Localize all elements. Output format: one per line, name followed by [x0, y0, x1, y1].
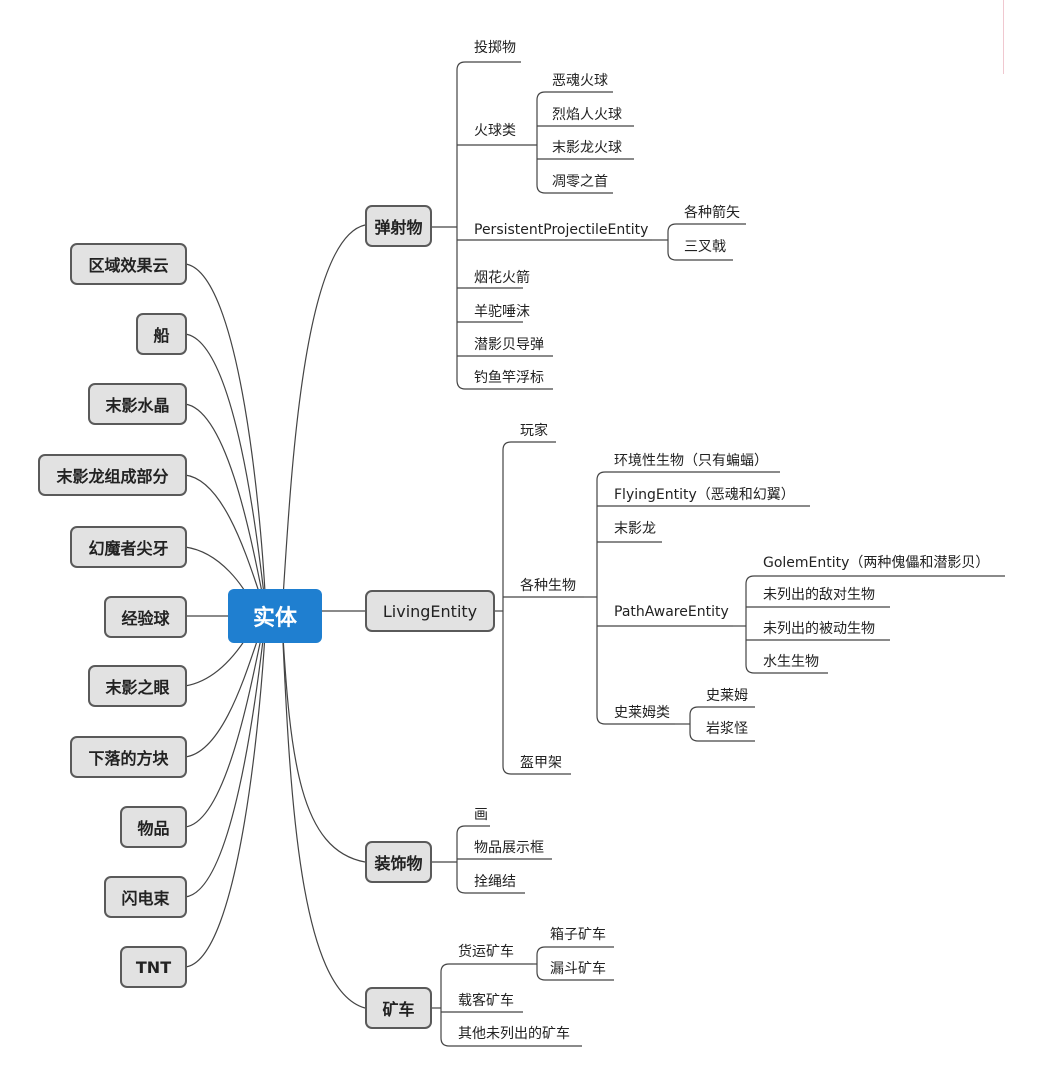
connector-left-10 [184, 615, 267, 898]
connector-left-9 [184, 615, 267, 828]
fireball-blaze[interactable]: 烈焰人火球 [552, 107, 622, 123]
projectile-item-llama-spit[interactable]: 羊驼唾沫 [474, 304, 530, 320]
connector-left-3 [184, 403, 267, 613]
slime-magma-cube[interactable]: 岩浆怪 [706, 721, 748, 737]
persistent-trident[interactable]: 三叉戟 [684, 239, 726, 255]
left-node-2[interactable]: 船 [136, 313, 187, 355]
mob-pathaware[interactable]: PathAwareEntity [614, 604, 729, 620]
left-node-5[interactable]: 幻魔者尖牙 [70, 526, 187, 568]
left-node-1[interactable]: 区域效果云 [70, 243, 187, 285]
node-minecart[interactable]: 矿车 [365, 987, 432, 1029]
fireball-dragon[interactable]: 末影龙火球 [552, 140, 622, 156]
root-node[interactable]: 实体 [228, 589, 322, 643]
projectile-item-fishing-bobber[interactable]: 钓鱼竿浮标 [474, 370, 544, 386]
connector-left-2 [184, 333, 267, 613]
left-node-7[interactable]: 末影之眼 [88, 665, 187, 707]
node-decoration[interactable]: 装饰物 [365, 841, 432, 883]
projectile-item-firework[interactable]: 烟花火箭 [474, 270, 530, 286]
left-node-8[interactable]: 下落的方块 [70, 736, 187, 778]
node-living-entity[interactable]: LivingEntity [365, 590, 495, 632]
connector-left-11 [184, 615, 267, 968]
persistent-arrows[interactable]: 各种箭矢 [684, 205, 740, 221]
slime-slime[interactable]: 史莱姆 [706, 688, 748, 704]
connector-right-decoration [281, 619, 366, 863]
projectile-item-fireballs[interactable]: 火球类 [474, 123, 516, 139]
living-player[interactable]: 玩家 [520, 423, 548, 439]
decoration-painting[interactable]: 画 [474, 807, 488, 823]
decoration-item-frame[interactable]: 物品展示框 [474, 840, 544, 856]
mob-slimes[interactable]: 史莱姆类 [614, 705, 670, 721]
mob-ender-dragon[interactable]: 末影龙 [614, 521, 656, 537]
minecart-other[interactable]: 其他未列出的矿车 [458, 1026, 570, 1042]
pathaware-hostile[interactable]: 未列出的敌对生物 [763, 587, 875, 603]
cargo-hopper-minecart[interactable]: 漏斗矿车 [550, 961, 606, 977]
left-node-9[interactable]: 物品 [120, 806, 187, 848]
left-node-10[interactable]: 闪电束 [104, 876, 187, 918]
left-node-3[interactable]: 末影水晶 [88, 383, 187, 425]
projectile-item-thrown[interactable]: 投掷物 [474, 40, 516, 56]
cargo-chest-minecart[interactable]: 箱子矿车 [550, 927, 606, 943]
projectile-item-persistent[interactable]: PersistentProjectileEntity [474, 222, 649, 238]
minecart-rideable[interactable]: 载客矿车 [458, 993, 514, 1009]
pathaware-golem[interactable]: GolemEntity（两种傀儡和潜影贝） [763, 555, 990, 571]
left-node-11[interactable]: TNT [120, 946, 187, 988]
connector-right-projectile [281, 224, 366, 613]
pathaware-aquatic[interactable]: 水生生物 [763, 654, 819, 670]
living-mobs[interactable]: 各种生物 [520, 578, 576, 594]
minecart-cargo[interactable]: 货运矿车 [458, 944, 514, 960]
living-armor-stand[interactable]: 盔甲架 [520, 755, 562, 771]
connector-left-1 [184, 263, 267, 613]
decoration-leash-knot[interactable]: 拴绳结 [474, 874, 516, 890]
node-projectile[interactable]: 弹射物 [365, 205, 432, 247]
fireball-ghast[interactable]: 恶魂火球 [552, 73, 608, 89]
fireball-wither-skull[interactable]: 凋零之首 [552, 174, 608, 190]
mob-ambient[interactable]: 环境性生物（只有蝙蝠） [614, 453, 768, 469]
connector-right-minecart [281, 619, 366, 1009]
left-node-6[interactable]: 经验球 [104, 596, 187, 638]
left-node-4[interactable]: 末影龙组成部分 [38, 454, 187, 496]
edge-marker [1003, 0, 1004, 74]
pathaware-passive[interactable]: 未列出的被动生物 [763, 621, 875, 637]
mob-flying[interactable]: FlyingEntity（恶魂和幻翼） [614, 487, 795, 503]
projectile-item-shulker-bullet[interactable]: 潜影贝导弹 [474, 337, 544, 353]
